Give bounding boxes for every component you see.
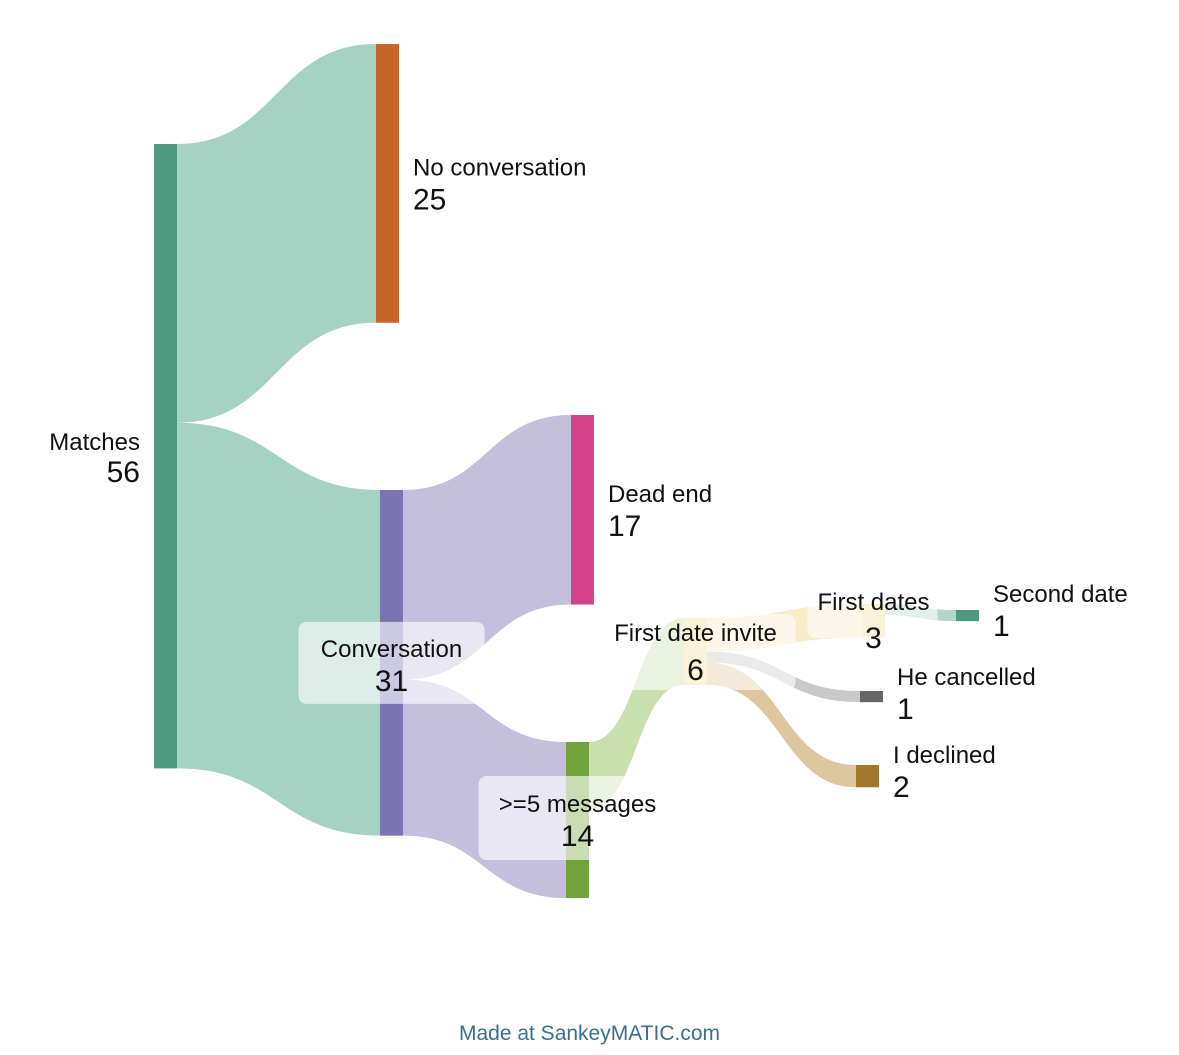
- node-label-cancelled: He cancelled: [897, 664, 1036, 691]
- node-declined: [856, 765, 879, 788]
- node-label-firstdates: First dates: [817, 589, 929, 616]
- node-value-firstdates: 3: [865, 622, 882, 655]
- node-label-deadend: Dead end: [608, 481, 712, 508]
- node-label-box-msgs: [478, 776, 677, 860]
- node-value-cancelled: 1: [897, 693, 914, 726]
- node-value-invite: 6: [687, 654, 704, 687]
- node-noconv: [376, 44, 399, 323]
- node-label-box-invite: [595, 614, 796, 690]
- node-label-second: Second date: [993, 581, 1128, 608]
- node-label-invite: First date invite: [614, 620, 777, 647]
- link-invite-to-declined: [707, 662, 856, 788]
- node-label-box-conv: [298, 621, 485, 704]
- link-matches-to-conv: [177, 422, 380, 836]
- footer-credit: Made at SankeyMATIC.com: [458, 1022, 721, 1045]
- node-value-declined: 2: [893, 771, 910, 804]
- link-matches-to-noconv: [177, 44, 376, 423]
- node-label-noconv: No conversation: [413, 154, 586, 181]
- node-value-noconv: 25: [413, 183, 446, 216]
- node-label-matches: Matches: [49, 429, 140, 456]
- link-conv-to-deadend: [403, 415, 571, 680]
- node-value-conv: 31: [375, 665, 408, 698]
- node-label-box-firstdates: [807, 594, 938, 638]
- node-matches: [154, 144, 177, 769]
- node-label-conv: Conversation: [321, 636, 462, 663]
- node-value-deadend: 17: [608, 510, 641, 543]
- node-value-msgs: 14: [561, 820, 594, 853]
- node-label-msgs: >=5 messages: [499, 791, 656, 818]
- node-value-second: 1: [993, 610, 1010, 643]
- node-second: [956, 610, 979, 622]
- node-value-matches: 56: [107, 456, 140, 489]
- node-deadend: [571, 415, 594, 605]
- node-cancelled: [860, 691, 883, 703]
- node-label-declined: I declined: [893, 742, 996, 769]
